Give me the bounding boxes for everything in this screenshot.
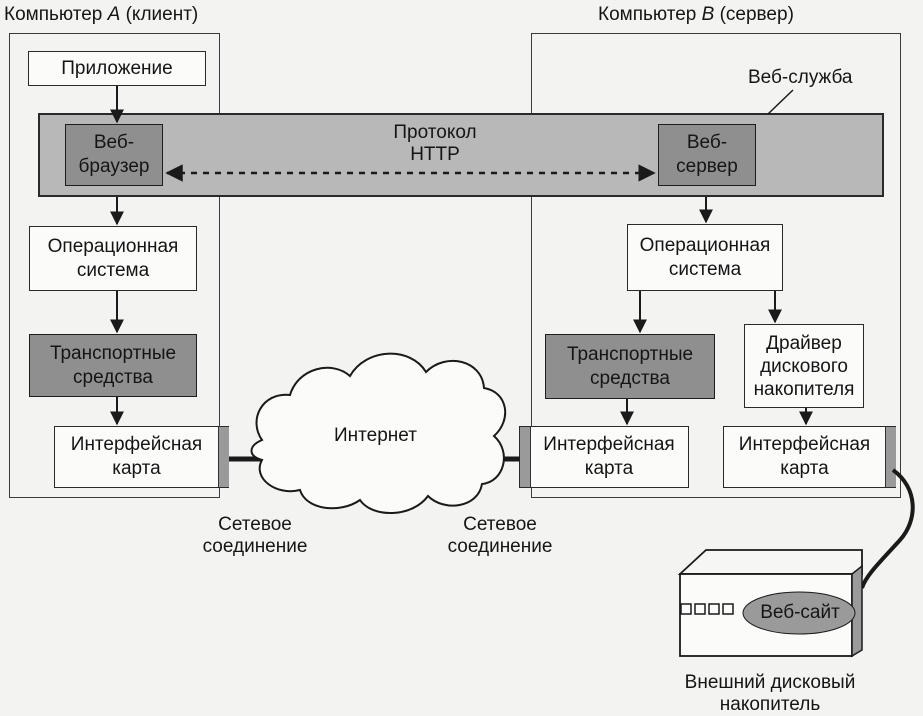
disk-indicator-4: [722, 603, 734, 615]
http-protocol-label: Протокол HTTP: [360, 122, 510, 166]
website-ellipse: [742, 591, 856, 635]
disk-driver-line2: дискового: [760, 355, 848, 377]
nic-a-box: Интерфейсная карта: [54, 426, 229, 488]
computer-b-title-suffix: (сервер): [719, 4, 794, 25]
internet-label: Интернет: [334, 425, 417, 446]
computer-a-frame: [9, 33, 220, 498]
web-browser-line1: Веб-: [93, 132, 135, 153]
website-label: Веб-сайт: [760, 602, 840, 623]
transport-a-box: Транспортные средства: [29, 334, 197, 397]
nic-b2-line1: Интерфейсная: [738, 434, 871, 455]
network-connection-left: Сетевое соединение: [195, 514, 315, 558]
transport-b-line1: Транспортные: [566, 343, 694, 365]
nic-b2-box: Интерфейсная карта: [723, 426, 896, 488]
disk-driver-line1: Драйвер: [766, 332, 842, 354]
disk-driver-line3: накопителя: [753, 378, 855, 400]
disk-drive-side: [851, 564, 863, 658]
http-protocol-line2: HTTP: [410, 144, 460, 165]
application-box: Приложение: [28, 51, 206, 86]
disk-cable: [860, 468, 915, 589]
network-connection-right-line1: Сетевое: [463, 514, 537, 535]
web-service-label: Веб-служба: [748, 67, 853, 88]
web-server-line1: Веб-: [686, 132, 728, 153]
os-b-line2: система: [668, 258, 742, 280]
disk-drive-top: [677, 549, 863, 575]
os-a-line2: система: [76, 259, 150, 281]
application-label: Приложение: [61, 57, 173, 79]
nic-b2-line2: карта: [780, 458, 829, 479]
nic-b1-line1: Интерфейсная: [543, 434, 675, 455]
nic-b1-connector-edge: [520, 427, 531, 487]
computer-a-title-suffix: (клиент): [125, 4, 199, 25]
transport-a-line2: средства: [73, 366, 153, 388]
external-disk-caption-line2: накопитель: [719, 694, 821, 715]
http-protocol-line1: Протокол: [393, 122, 477, 143]
disk-driver-box: Драйвер дискового накопителя: [744, 324, 864, 408]
external-disk-caption: Внешний дисковый накопитель: [660, 672, 880, 716]
network-connection-left-line2: соединение: [202, 536, 308, 557]
external-disk-caption-line1: Внешний дисковый: [684, 672, 856, 693]
disk-indicator-2: [694, 603, 706, 615]
transport-a-line1: Транспортные: [49, 342, 177, 364]
network-connection-left-line1: Сетевое: [218, 514, 292, 535]
web-server-line2: сервер: [676, 156, 738, 177]
web-server-box: Веб- сервер: [658, 124, 756, 186]
computer-b-title-prefix: Компьютер: [598, 4, 697, 25]
computer-a-title: Компьютер A (клиент): [4, 4, 198, 26]
transport-b-box: Транспортные средства: [545, 334, 715, 399]
nic-a-line2: карта: [112, 458, 161, 479]
web-browser-box: Веб- браузер: [65, 124, 163, 186]
network-connection-right-line2: соединение: [447, 536, 553, 557]
nic-a-connector-edge: [218, 427, 229, 487]
nic-b1-line2: карта: [584, 458, 634, 479]
network-connection-right: Сетевое соединение: [440, 514, 560, 558]
os-a-line1: Операционная: [47, 235, 179, 257]
nic-b1-box: Интерфейсная карта: [519, 426, 689, 488]
computer-a-title-letter: A: [107, 4, 121, 25]
os-b-box: Операционная система: [627, 224, 783, 291]
computer-b-title-letter: B: [701, 4, 715, 25]
disk-indicator-1: [680, 603, 692, 615]
os-a-box: Операционная система: [29, 226, 197, 291]
nic-b2-connector-edge: [885, 427, 896, 487]
nic-a-line1: Интерфейсная: [70, 434, 203, 455]
computer-b-title: Компьютер B (сервер): [598, 4, 794, 26]
transport-b-line2: средства: [590, 367, 670, 389]
web-browser-line2: браузер: [78, 156, 150, 177]
web-service-pointer: [767, 89, 794, 115]
computer-b-frame: [531, 33, 901, 498]
internet-cloud: [250, 352, 507, 514]
disk-indicator-3: [708, 603, 720, 615]
os-b-line1: Операционная: [639, 234, 771, 256]
computer-a-title-prefix: Компьютер: [4, 4, 103, 25]
